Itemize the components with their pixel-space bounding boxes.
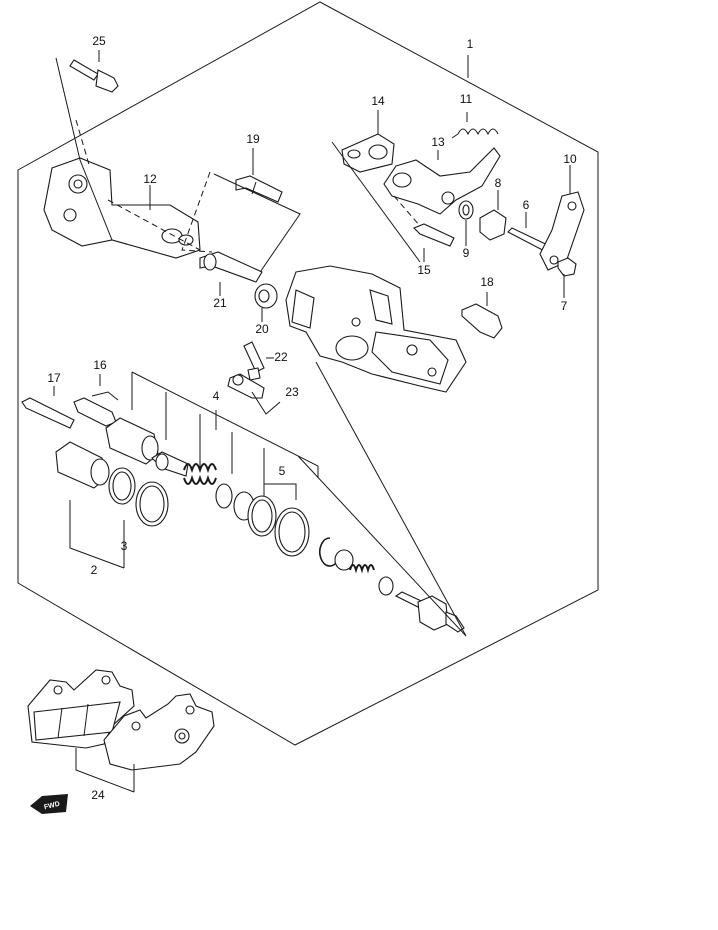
spring-4a xyxy=(183,463,217,485)
gasket-14 xyxy=(341,133,395,173)
cap-23 xyxy=(227,373,265,399)
nut-7 xyxy=(557,257,577,277)
callout-21: 21 xyxy=(213,296,227,310)
circlip xyxy=(319,537,339,567)
caliper-body xyxy=(285,265,467,393)
callout-19: 19 xyxy=(246,132,260,146)
assembly-boundary xyxy=(17,1,599,746)
adjuster-shaft xyxy=(151,451,189,477)
callout-9: 9 xyxy=(463,246,470,260)
washer-star xyxy=(334,549,354,571)
callout-2: 2 xyxy=(91,563,98,577)
spring-16 xyxy=(73,391,119,427)
callout-14: 14 xyxy=(371,94,385,108)
bolt-25 xyxy=(69,50,119,93)
callout-1: 1 xyxy=(467,37,474,51)
piston-inner xyxy=(105,417,159,465)
callout-16: 16 xyxy=(93,358,107,372)
callout-3: 3 xyxy=(121,539,128,553)
callout-5: 5 xyxy=(279,464,286,478)
plug-18 xyxy=(461,303,503,339)
bracket-12 xyxy=(43,157,201,259)
callout-10: 10 xyxy=(563,152,577,166)
callout-23: 23 xyxy=(285,385,299,399)
lever-13 xyxy=(383,147,501,215)
brake-pad-front xyxy=(27,669,135,749)
adjuster-nut xyxy=(417,595,465,633)
callout-20: 20 xyxy=(255,322,269,336)
seal-5a xyxy=(247,495,277,537)
callout-25: 25 xyxy=(92,34,106,48)
callout-12: 12 xyxy=(143,172,157,186)
callout-4: 4 xyxy=(213,389,220,403)
seal-3a xyxy=(108,467,136,505)
spring-11 xyxy=(451,128,499,139)
arm-10 xyxy=(539,191,585,271)
callout-24: 24 xyxy=(91,788,105,802)
seal-3b xyxy=(135,481,169,527)
washer-small xyxy=(378,576,394,596)
piston-2 xyxy=(55,441,110,489)
callout-13: 13 xyxy=(431,135,445,149)
pin-17 xyxy=(21,397,75,429)
callout-22: 22 xyxy=(274,350,288,364)
pin-19 xyxy=(235,175,283,203)
pin-21 xyxy=(199,251,263,283)
washer-9 xyxy=(458,200,474,220)
bolt-15 xyxy=(413,223,455,247)
adjuster-8 xyxy=(479,209,507,241)
boot-20 xyxy=(254,283,278,309)
callout-15: 15 xyxy=(417,263,431,277)
callout-8: 8 xyxy=(495,176,502,190)
callout-6: 6 xyxy=(523,198,530,212)
fwd-label: FWD xyxy=(43,801,60,812)
callout-7: 7 xyxy=(561,299,568,313)
brake-pad-rear xyxy=(103,693,215,771)
callout-18: 18 xyxy=(480,275,494,289)
fwd-arrow-icon: FWD xyxy=(30,794,68,814)
bleeder-22 xyxy=(243,341,265,381)
spring-small xyxy=(349,564,375,574)
seal-5b xyxy=(274,507,310,557)
callout-11: 11 xyxy=(460,92,473,106)
callout-17: 17 xyxy=(47,371,61,385)
